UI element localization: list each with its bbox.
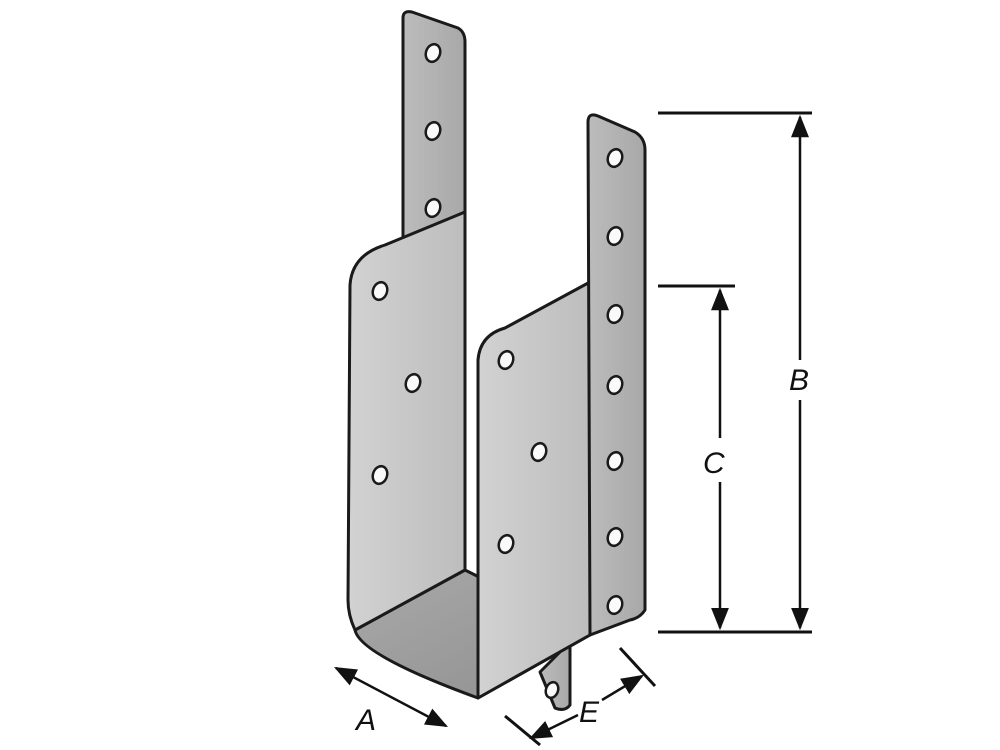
dimension-a-label: A <box>354 704 376 737</box>
strap-hole <box>606 374 624 396</box>
left-side-plate <box>346 210 467 632</box>
dimension-e: E <box>504 646 657 747</box>
dimension-c-label: C <box>703 447 725 480</box>
e-left-extension-line <box>504 714 541 747</box>
side-hole <box>497 349 515 371</box>
side-hole <box>497 533 515 555</box>
tab-hole <box>544 680 560 700</box>
e-right-extension-line <box>618 646 657 688</box>
strap-hole <box>606 147 624 169</box>
e-dimension-arrow-right <box>601 674 644 702</box>
dimension-b-label: B <box>789 364 809 397</box>
side-hole <box>371 280 389 302</box>
strap-hole <box>424 42 442 64</box>
side-hole <box>530 441 548 463</box>
strap-hole <box>606 303 624 325</box>
back-left-strap <box>401 10 467 242</box>
strap-hole <box>606 526 624 548</box>
dimension-b: B <box>658 111 812 634</box>
strap-hole <box>424 197 442 219</box>
dimension-a: A <box>334 666 448 737</box>
side-hole <box>371 464 389 486</box>
dimension-e-label: E <box>579 696 600 729</box>
front-right-strap <box>586 113 647 637</box>
dimension-c: C <box>658 284 735 631</box>
strap-hole <box>606 450 624 472</box>
strap-hole <box>606 594 624 616</box>
a-dimension-arrow <box>334 666 448 728</box>
side-hole <box>404 372 422 394</box>
bottom-tab <box>538 640 572 711</box>
strap-hole <box>424 120 442 142</box>
strap-hole <box>606 225 624 247</box>
e-dimension-arrow-left <box>528 713 579 740</box>
front-side-plate <box>476 280 592 700</box>
